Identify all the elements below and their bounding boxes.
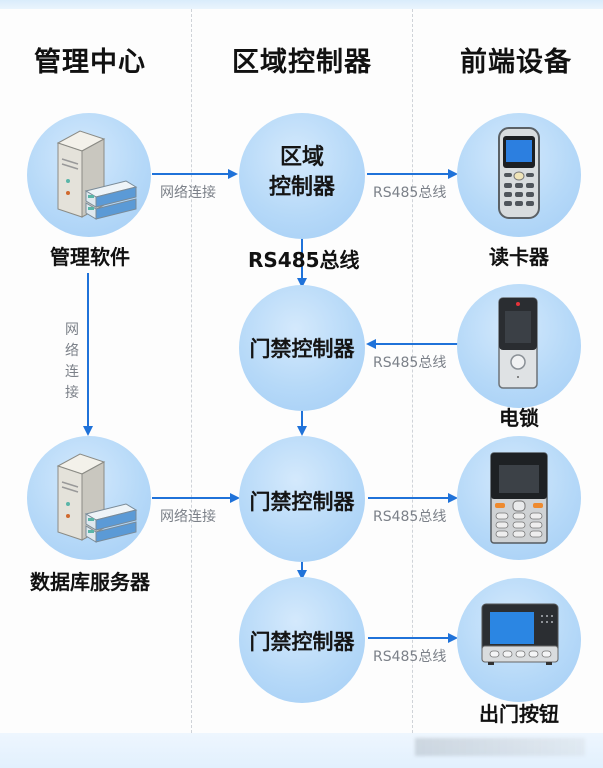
access-controller-3-label: 门禁控制器 <box>249 630 355 654</box>
edge-label-mgmt-to-zone: 网络连接 <box>160 185 216 201</box>
server-icon <box>56 453 138 543</box>
column-title-frontend: 前端设备 <box>460 47 572 78</box>
edge-label-mgmt-vertical: 网 络 连 接 <box>64 320 80 404</box>
node-access-controller-3 <box>239 577 365 703</box>
column-title-zone: 区域控制器 <box>232 47 372 78</box>
card-reader-icon <box>498 127 540 219</box>
watermark <box>415 738 585 756</box>
label-electric-lock: 电锁 <box>499 406 539 430</box>
edge-label-db-to-controller: 网络连接 <box>160 509 216 525</box>
access-controller-1-label: 门禁控制器 <box>249 337 355 361</box>
edge-label-zone-down-bus: RS485总线 <box>248 248 360 272</box>
keypad-terminal-icon <box>490 452 548 544</box>
access-controller-2-label: 门禁控制器 <box>249 490 355 514</box>
node-access-controller-2 <box>239 436 365 562</box>
edge-label-char: 接 <box>65 385 79 401</box>
zone-controller-text: 区域 控制器 <box>239 143 365 203</box>
column-divider <box>191 9 192 733</box>
top-band <box>0 0 603 9</box>
column-divider <box>412 9 413 733</box>
zone-controller-line2: 控制器 <box>268 175 335 200</box>
node-zone-controller <box>239 113 365 239</box>
electric-lock-icon <box>498 297 538 389</box>
edge-label-controller-to-keypad: RS485总线 <box>373 509 447 525</box>
edge-label-lock-to-controller: RS485总线 <box>373 355 447 371</box>
label-management-software: 管理软件 <box>50 245 130 269</box>
bottom-band <box>0 733 603 768</box>
edge-label-char: 网 <box>65 322 79 338</box>
edge-label-char: 络 <box>65 343 79 359</box>
exit-button-icon <box>481 603 559 665</box>
edge-label-controller-to-exit: RS485总线 <box>373 649 447 665</box>
zone-controller-line1: 区域 <box>279 145 324 170</box>
label-card-reader: 读卡器 <box>489 245 549 269</box>
edge-label-char: 连 <box>65 364 79 380</box>
node-access-controller-1 <box>239 285 365 411</box>
label-exit-button: 出门按钮 <box>479 702 559 726</box>
edge-label-zone-to-reader: RS485总线 <box>373 185 447 201</box>
server-icon <box>56 130 138 220</box>
label-database-server: 数据库服务器 <box>30 570 150 594</box>
column-title-management: 管理中心 <box>34 47 146 78</box>
